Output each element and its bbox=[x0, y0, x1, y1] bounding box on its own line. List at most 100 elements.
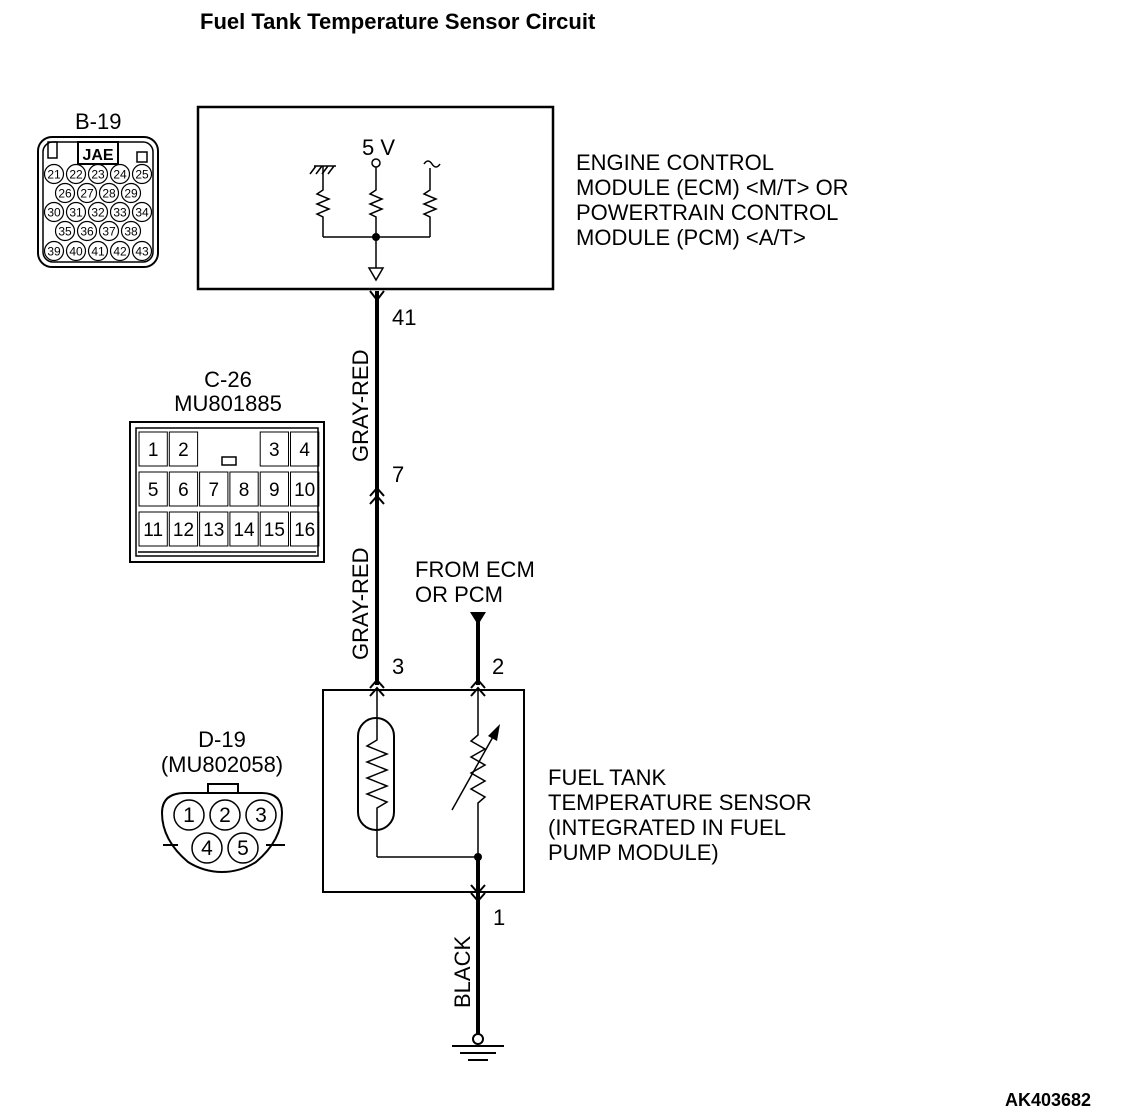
connector-b19-pin bbox=[65, 163, 87, 185]
terminal-3-connector-icon bbox=[369, 678, 385, 697]
sensor-label-line-4: PUMP MODULE) bbox=[548, 840, 719, 865]
terminal-2-label: 2 bbox=[492, 654, 504, 679]
ecm-box bbox=[196, 105, 555, 291]
connector-b19-pin bbox=[65, 201, 87, 223]
connector-b19-pin-label: 23 bbox=[91, 168, 105, 182]
connector-c26-pin-cell bbox=[138, 431, 168, 467]
connector-b19-pin bbox=[109, 201, 131, 223]
connector-b19-pin bbox=[43, 163, 65, 185]
connector-c26-outline bbox=[129, 421, 325, 563]
connector-d19-pins: 1 2 3 4 5 bbox=[173, 799, 277, 864]
connector-b19-pin bbox=[43, 240, 65, 262]
terminal-7-connector-icon bbox=[369, 486, 385, 505]
connector-d19-pin bbox=[173, 799, 205, 831]
connector-b19-pin-label: 33 bbox=[113, 206, 127, 220]
signal-wire: FROM ECM OR PCM 2 bbox=[415, 557, 535, 697]
connector-c26-pin-label: 5 bbox=[148, 480, 159, 501]
wire-lower-color-label: GRAY-RED bbox=[348, 548, 373, 660]
ground-icon bbox=[452, 1045, 504, 1061]
ground-wire: 1 BLACK bbox=[450, 857, 505, 1061]
connector-d19-pin-label: 2 bbox=[219, 804, 231, 827]
connector-b19-pin bbox=[76, 182, 98, 204]
connector-c26-pin-cell bbox=[199, 471, 229, 507]
ecm-label-line-2: MODULE (ECM) <M/T> OR bbox=[576, 175, 849, 200]
connector-d19-pin bbox=[209, 799, 241, 831]
ecm-label-line-3: POWERTRAIN CONTROL bbox=[576, 200, 838, 225]
terminal-1-connector-icon bbox=[470, 884, 486, 903]
connector-c26-pin-label: 13 bbox=[203, 520, 224, 541]
connector-c26-pin-label: 15 bbox=[264, 520, 285, 541]
connector-c26-pin-cell bbox=[138, 511, 168, 547]
connector-d19-pin-label: 1 bbox=[183, 804, 195, 827]
sensor-thermistor-slash bbox=[451, 734, 495, 811]
terminal-3-label: 3 bbox=[392, 654, 404, 679]
connector-d19-pin-label: 4 bbox=[201, 837, 213, 860]
connector-b19-pin bbox=[65, 240, 87, 262]
connector-b19-pin-label: 28 bbox=[102, 187, 116, 201]
ecm-chassis-ground-icon bbox=[309, 165, 336, 175]
connector-b19-pin bbox=[131, 240, 153, 262]
connector-c26-pin-cell bbox=[229, 471, 259, 507]
connector-d19-pin-label: 3 bbox=[255, 804, 267, 827]
terminal-7-label: 7 bbox=[392, 462, 404, 487]
connector-c26-pin-cell bbox=[259, 471, 290, 507]
sensor-label-line-1: FUEL TANK bbox=[548, 765, 667, 790]
connector-c26-pin-label: 16 bbox=[294, 520, 315, 541]
connector-d19-pin bbox=[191, 832, 223, 864]
connector-b19-pin bbox=[120, 182, 142, 204]
connector-b19-pin-label: 24 bbox=[113, 168, 127, 182]
connector-b19-pin bbox=[87, 201, 109, 223]
connector-c26-pin-cell bbox=[290, 471, 320, 507]
connector-b19-pin bbox=[98, 220, 120, 242]
connector-b19-name: B-19 bbox=[75, 109, 121, 134]
connector-b19-outline bbox=[37, 136, 159, 268]
terminal-41-connector-icon bbox=[369, 290, 385, 302]
connector-c26-pin-label: 2 bbox=[178, 440, 189, 461]
connector-b19-pin-label: 27 bbox=[80, 187, 94, 201]
connector-b19-pin bbox=[43, 201, 65, 223]
connector-b19-pin-label: 22 bbox=[69, 168, 83, 182]
connector-c26-pin-label: 11 bbox=[143, 520, 163, 541]
ecm-5v-terminal-icon bbox=[371, 158, 381, 168]
connector-b19-tag: JAE bbox=[82, 147, 113, 164]
connector-b19-pin-label: 21 bbox=[47, 168, 61, 182]
connector-b19-pin bbox=[54, 182, 76, 204]
connector-b19-pin bbox=[120, 220, 142, 242]
ecm-resistor-center-icon bbox=[368, 167, 384, 237]
connector-b19-pin-label: 36 bbox=[80, 225, 94, 239]
connector-c26-pin-label: 8 bbox=[239, 480, 250, 501]
connector-c26-pin-cell bbox=[290, 431, 320, 467]
connector-b19-pin-label: 39 bbox=[47, 245, 61, 259]
connector-d19-outline bbox=[160, 792, 284, 874]
connector-b19-pin-label: 42 bbox=[113, 245, 127, 259]
connector-c26-pin-cell bbox=[290, 511, 320, 547]
ground-terminal-icon bbox=[472, 1033, 484, 1045]
connector-c26-inner bbox=[135, 427, 319, 557]
connector-b19-pin-label: 34 bbox=[135, 206, 149, 220]
sensor-capsule-icon bbox=[357, 717, 395, 831]
connector-b19-pin bbox=[87, 163, 109, 185]
terminal-2-connector-icon bbox=[470, 678, 486, 697]
connector-b19-pin bbox=[109, 163, 131, 185]
connector-d19-pin-label: 5 bbox=[237, 837, 249, 860]
sensor-module-box bbox=[322, 689, 525, 893]
connector-d19-pin bbox=[227, 832, 259, 864]
connector-d19-name: D-19 bbox=[198, 727, 246, 752]
connector-b19-pin-label: 29 bbox=[124, 187, 138, 201]
connector-b19-latch-right bbox=[136, 151, 148, 163]
sensor-thermistor-arrow-icon bbox=[488, 724, 500, 741]
connector-c26-pin-cell bbox=[168, 431, 199, 467]
connector-b19-pin-label: 40 bbox=[69, 245, 83, 259]
ecm-label-line-1: ENGINE CONTROL bbox=[576, 150, 774, 175]
ecm-voltage-label: 5 V bbox=[362, 135, 395, 160]
signal-source-line-1: FROM ECM bbox=[415, 557, 535, 582]
wire-ground-color-label: BLACK bbox=[450, 936, 475, 1008]
connector-b19-pin bbox=[98, 182, 120, 204]
connector-c26-pin-label: 4 bbox=[299, 440, 310, 461]
connector-b19-pin-label: 41 bbox=[91, 245, 105, 259]
connector-b19-pin bbox=[109, 240, 131, 262]
